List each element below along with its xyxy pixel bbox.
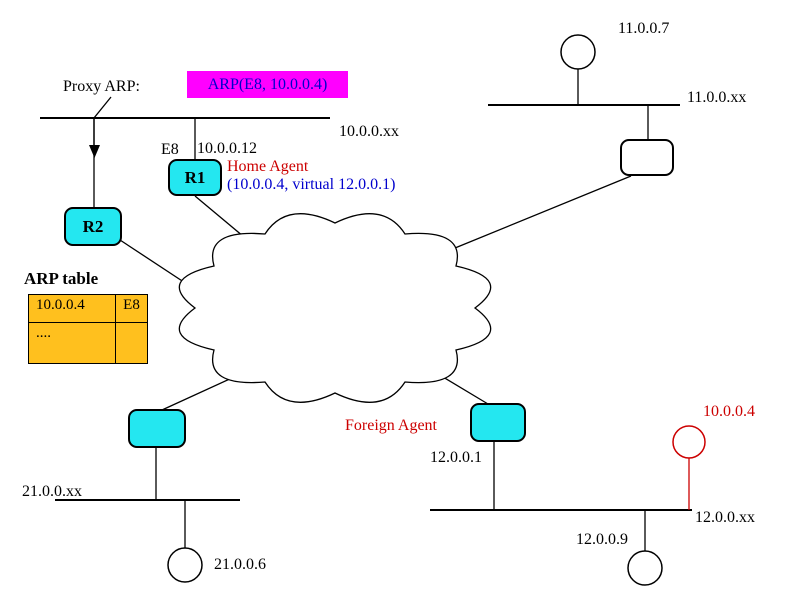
- home-agent-detail: (10.0.0.4, virtual 12.0.0.1): [227, 176, 396, 193]
- proxy-arp-message-text: ARP(E8, 10.0.0.4): [207, 75, 328, 93]
- network-21-label: 21.0.0.xx: [22, 483, 82, 500]
- host-11-0-0-7-circle: [560, 34, 596, 70]
- router-21-box: [128, 409, 186, 448]
- arp-table: 10.0.0.4 E8 ....: [28, 294, 148, 364]
- router-11-box: [620, 139, 674, 176]
- port-e8-label: E8: [161, 141, 179, 158]
- mobile-host-label: 10.0.0.4: [703, 403, 755, 420]
- network-10-label: 10.0.0.xx: [339, 123, 399, 140]
- arp-table-cell-more: ....: [29, 322, 115, 363]
- network-11-label: 11.0.0.xx: [687, 89, 747, 106]
- mobile-host-circle: [672, 425, 706, 459]
- internet-cloud-shape: [178, 213, 492, 403]
- network-12-label: 12.0.0.xx: [695, 509, 755, 526]
- arp-table-cell-ip: 10.0.0.4: [36, 297, 85, 313]
- host-12-0-0-9-label: 12.0.0.9: [576, 531, 628, 548]
- arp-table-title: ARP table: [24, 269, 99, 288]
- host-21-0-0-6-label: 21.0.0.6: [214, 556, 266, 573]
- router-r1-box: R1: [168, 159, 222, 196]
- proxy-arp-message-box: ARP(E8, 10.0.0.4): [187, 71, 348, 98]
- proxy-arp-label: Proxy ARP:: [63, 78, 140, 95]
- router-r2-box: R2: [64, 207, 122, 246]
- host-21-0-0-6-circle: [167, 547, 203, 583]
- foreign-agent-label: Foreign Agent: [345, 417, 437, 434]
- foreign-agent-ip-label: 12.0.0.1: [430, 449, 482, 466]
- arp-table-cell-empty: [115, 322, 147, 363]
- router-r2-label: R2: [82, 216, 104, 236]
- home-agent-label: Home Agent: [227, 158, 309, 175]
- proxy-arp-arrow-head: [89, 145, 100, 158]
- host-11-0-0-7-label: 11.0.0.7: [618, 20, 670, 37]
- router-ip-label: 10.0.0.12: [197, 140, 257, 157]
- router-r1-label: R1: [184, 167, 206, 187]
- proxy-arp-arrow-line: [93, 96, 112, 146]
- host-12-0-0-9-circle: [627, 550, 663, 586]
- arp-table-cell-if: E8: [115, 295, 147, 322]
- link-router11-cloud: [454, 175, 632, 249]
- foreign-agent-box: [470, 403, 526, 442]
